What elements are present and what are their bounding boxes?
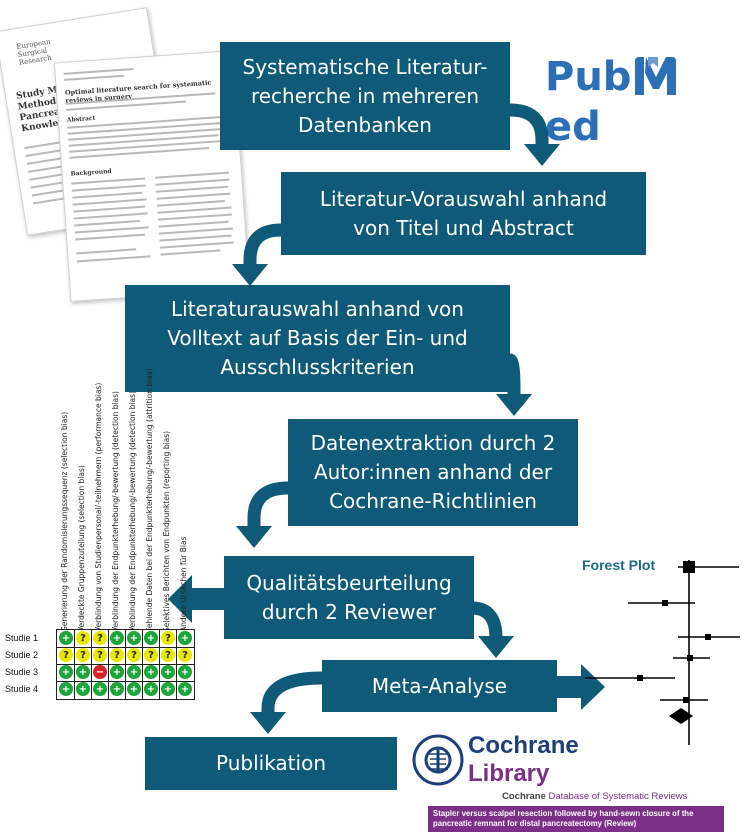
bias-table: Generierung der Randomisierungssequenz (… <box>0 368 195 700</box>
bias-cell: ? <box>76 631 90 645</box>
step-quality-assessment: Qualitätsbeurteilung durch 2 Reviewer <box>224 556 474 639</box>
bias-cell: + <box>127 665 141 679</box>
bias-cell: + <box>144 665 158 679</box>
bias-cell: + <box>144 631 158 645</box>
bias-cell: ? <box>144 648 158 662</box>
bias-cell: + <box>178 665 192 679</box>
bias-cell: + <box>110 631 124 645</box>
cochrane-logo-icon <box>412 734 464 786</box>
cochrane-name: Cochrane <box>468 732 579 759</box>
cochrane-library: Library <box>468 760 550 787</box>
bias-cell: ? <box>161 648 175 662</box>
pubmed-logo-right: ed <box>545 104 601 150</box>
arrow-3 <box>496 353 532 416</box>
bias-row-label: Studie 3 <box>5 667 39 677</box>
forest-plot-title: Forest Plot <box>582 557 656 573</box>
bias-cell: + <box>127 631 141 645</box>
bias-cell: + <box>110 665 124 679</box>
arrow-4 <box>236 481 289 548</box>
bias-cell: + <box>161 665 175 679</box>
pubmed-m-icon <box>632 55 678 95</box>
bias-column-label: Verdeckte Gruppenzuteilung (selection bi… <box>77 465 86 632</box>
bias-column-label: Selektives Berichten von Endpunkten (rep… <box>162 430 171 632</box>
bias-column-label: Verblindung von Studienpersonal/-teilneh… <box>94 382 103 632</box>
arrow-1 <box>509 103 560 166</box>
bias-column-label: Andere Ursachen für Bias <box>179 536 188 632</box>
arrow-5 <box>471 601 514 658</box>
pubmed-logo: Pub ed <box>545 52 735 150</box>
bias-row-label: Studie 2 <box>5 650 39 660</box>
bias-grid-line <box>57 664 194 665</box>
bias-column-label: Verblindung der Endpunkterhebung/-bewert… <box>128 391 137 632</box>
bias-grid-line <box>57 681 194 682</box>
bias-cell: ? <box>76 648 90 662</box>
step-search: Systematische Literatur- recherche in me… <box>220 42 510 150</box>
bias-cell: + <box>178 682 192 696</box>
arrow-left-to-bias <box>168 575 224 623</box>
step-publication: Publikation <box>145 737 397 790</box>
bias-row-label: Studie 4 <box>5 684 39 694</box>
arrow-2 <box>232 223 282 286</box>
cochrane-database-label: Cochrane Database of Systematic Reviews <box>502 791 688 802</box>
arrow-right-to-forest <box>557 664 605 710</box>
bias-column-label: Fehlende Daten bei der Endpunkterhebung/… <box>145 368 154 632</box>
cochrane-logo: Cochrane Library <box>412 730 579 790</box>
step-meta-analysis: Meta-Analyse <box>322 660 557 712</box>
paper-logo: European Surgical Research <box>15 37 53 67</box>
step-preselection: Literatur-Vorauswahl anhand von Titel un… <box>281 172 646 255</box>
bias-cell: ? <box>93 648 107 662</box>
bias-cell: + <box>110 682 124 696</box>
bias-cell: + <box>59 665 73 679</box>
cochrane-review-banner: Stapler versus scalpel resection followe… <box>428 806 724 832</box>
bias-cell: + <box>93 682 107 696</box>
bias-column-label: Generierung der Randomisierungssequenz (… <box>60 411 69 632</box>
bias-cell: + <box>76 682 90 696</box>
bias-row-label: Studie 1 <box>5 633 39 643</box>
step-data-extraction: Datenextraktion durch 2 Autor:innen anha… <box>288 419 578 526</box>
forest-plot <box>585 560 740 745</box>
bias-cell: + <box>161 682 175 696</box>
bias-cell: + <box>59 631 73 645</box>
bias-cell: ? <box>161 631 175 645</box>
bias-cell: + <box>76 665 90 679</box>
bias-cell: + <box>178 631 192 645</box>
bias-cell: ? <box>59 648 73 662</box>
bias-grid-line <box>57 647 194 648</box>
bias-cell: − <box>93 665 107 679</box>
bias-cell: ? <box>127 648 141 662</box>
bias-cell: + <box>144 682 158 696</box>
arrow-6 <box>250 671 323 734</box>
bias-cell: ? <box>93 631 107 645</box>
bias-grid: +??+++?+????????++−+++++++++++++ <box>56 629 195 700</box>
bias-cell: + <box>127 682 141 696</box>
bias-cell: + <box>59 682 73 696</box>
step-fulltext-selection: Literaturauswahl anhand von Volltext auf… <box>125 285 510 392</box>
pubmed-logo-left: Pub <box>545 54 632 100</box>
bias-column-label: Verblindung der Endpunkterhebung/-bewert… <box>111 391 120 632</box>
bias-cell: ? <box>110 648 124 662</box>
bias-cell: ? <box>178 648 192 662</box>
